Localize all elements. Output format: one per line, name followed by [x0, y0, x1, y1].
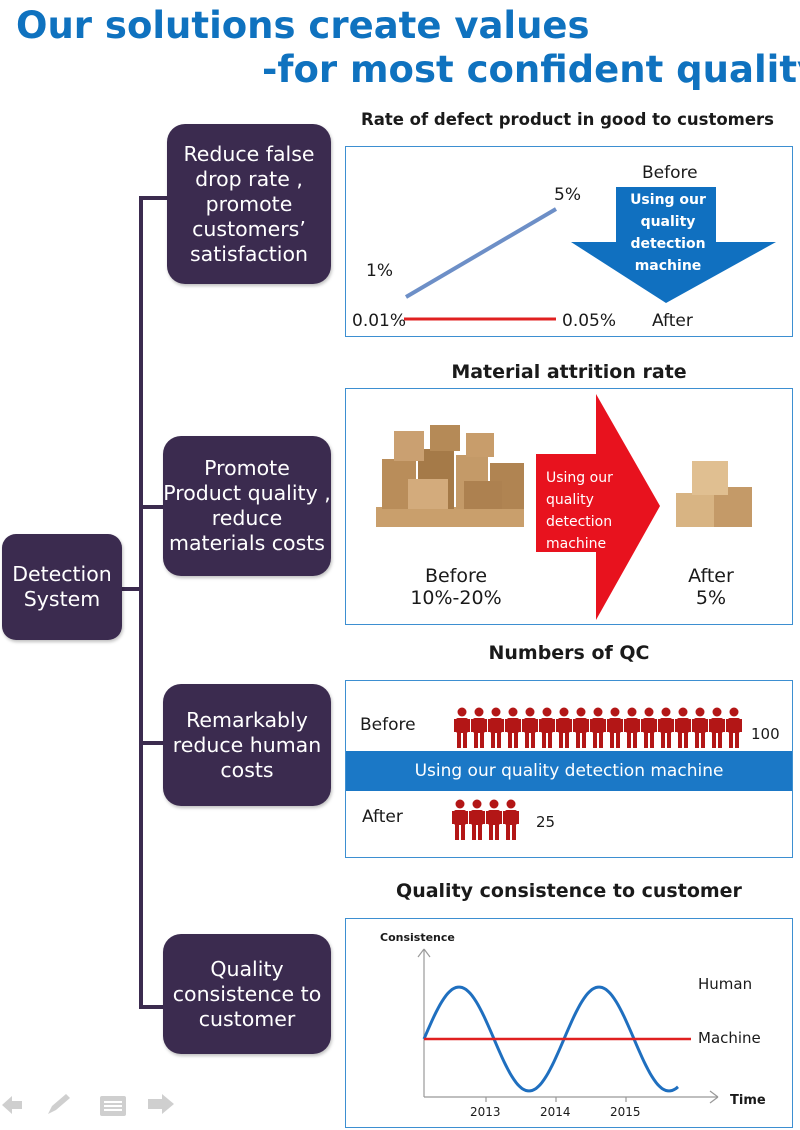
branch-node-label: Reduce false drop rate , promote custome…: [183, 141, 315, 266]
person-icon: [539, 707, 555, 748]
x-axis-arrow-bottom: [709, 1096, 719, 1104]
defect-after-start-value: 0.01%: [352, 311, 407, 331]
consistence-series-human-label: Human: [698, 975, 753, 993]
qc-after-count: 25: [536, 813, 556, 831]
attrition-before-label: Before: [424, 565, 488, 587]
series-human-line: [422, 985, 679, 1093]
person-icon: [607, 707, 623, 748]
defect-before-start-value: 1%: [366, 261, 393, 281]
consistence-x-label: Time: [730, 1093, 766, 1108]
branch-node-quality-consistence: Quality consistence to customer: [163, 934, 331, 1054]
person-icon: [709, 707, 725, 748]
consistence-series-machine-label: Machine: [698, 1029, 761, 1047]
person-icon: [641, 707, 657, 748]
tree-connector-vertical: [139, 196, 143, 1008]
person-icon: [573, 707, 589, 748]
branch-node-label: Promote Product quality , reduce materia…: [163, 456, 331, 555]
defect-before-label: Before: [642, 163, 698, 183]
person-icon: [658, 707, 674, 748]
consistence-section-title: Quality consistence to customer: [396, 880, 742, 902]
consistence-x-tick-2014: 2014: [540, 1105, 571, 1119]
qc-band-text: Using our quality detection machine: [414, 761, 724, 781]
boxes-pile-after: [676, 461, 752, 527]
person-icon: [488, 707, 504, 748]
page-title-line1: Our solutions create values: [16, 4, 590, 47]
person-icon: [469, 799, 485, 840]
attrition-after-label: After: [688, 565, 734, 587]
tree-connector-branch-2: [139, 505, 163, 509]
defect-before-end-value: 5%: [554, 185, 581, 205]
tree-connector-branch-1: [139, 196, 167, 200]
person-icon: [471, 707, 487, 748]
root-node-detection-system: Detection System: [2, 534, 122, 640]
tree-connector-root: [122, 587, 140, 591]
qc-before-label: Before: [360, 715, 416, 735]
qc-after-label: After: [362, 807, 403, 827]
consistence-x-tick-2015: 2015: [610, 1105, 641, 1119]
qc-before-count: 100: [751, 725, 780, 743]
attrition-after-value: 5%: [695, 587, 727, 609]
branch-node-label: Quality consistence to customer: [172, 956, 322, 1031]
consistence-y-label: Consistence: [380, 931, 455, 944]
menu-icon[interactable]: [100, 1096, 126, 1116]
attrition-arrow-text: Using our quality detection machine: [546, 470, 613, 552]
person-icon: [675, 707, 691, 748]
qc-after-icons: [452, 799, 532, 843]
before-rate-line: [404, 207, 558, 299]
back-arrow-icon[interactable]: [2, 1096, 24, 1114]
boxes-pile-before: [376, 425, 524, 527]
qc-section-title: Numbers of QC: [488, 642, 650, 664]
tree-connector-branch-4: [139, 1005, 163, 1009]
person-icon: [624, 707, 640, 748]
defect-section-title: Rate of defect product in good to custom…: [360, 110, 775, 129]
down-arrow-shape: [571, 187, 776, 303]
consistence-panel: Consistence Time Human Machine 2013 2014…: [345, 918, 793, 1128]
person-icon: [505, 707, 521, 748]
consistence-x-tick-2013: 2013: [470, 1105, 501, 1119]
forward-arrow-icon[interactable]: [148, 1094, 174, 1114]
tree-connector-branch-3: [139, 741, 163, 745]
defect-after-end-value: 0.05%: [562, 311, 617, 331]
person-icon: [556, 707, 572, 748]
defect-panel: Before Using our quality detection machi…: [345, 146, 793, 337]
attrition-panel: Using our quality detection machine Befo…: [345, 388, 793, 625]
person-icon: [452, 799, 468, 840]
person-icon: [503, 799, 519, 840]
qc-before-icons: [454, 707, 744, 751]
defect-arrow-text: Using our quality detection machine: [630, 192, 706, 274]
branch-node-human-costs: Remarkably reduce human costs: [163, 684, 331, 806]
person-icon: [590, 707, 606, 748]
person-icon: [692, 707, 708, 748]
x-axis-arrow-top: [709, 1090, 719, 1098]
branch-node-false-drop: Reduce false drop rate , promote custome…: [167, 124, 331, 284]
person-icon: [486, 799, 502, 840]
defect-chart: [404, 187, 776, 321]
qc-band: Using our quality detection machine: [346, 751, 792, 791]
consistence-chart: [417, 948, 719, 1104]
branch-node-product-quality: Promote Product quality , reduce materia…: [163, 436, 331, 576]
pen-icon[interactable]: [46, 1094, 72, 1116]
right-arrow-shape: [536, 394, 660, 620]
attrition-before-value: 10%-20%: [410, 587, 502, 609]
qc-panel: Before 100 Using our quality detection m…: [345, 680, 793, 858]
y-axis-arrow-right: [423, 948, 431, 958]
attrition-section-title: Material attrition rate: [451, 361, 687, 383]
person-icon: [454, 707, 470, 748]
root-node-label: Detection System: [12, 562, 112, 611]
defect-after-label: After: [652, 311, 693, 331]
page-title-line2: -for most confident quality: [262, 48, 800, 91]
branch-node-label: Remarkably reduce human costs: [172, 707, 322, 782]
y-axis-arrow-left: [417, 948, 425, 958]
person-icon: [726, 707, 742, 748]
person-icon: [522, 707, 538, 748]
